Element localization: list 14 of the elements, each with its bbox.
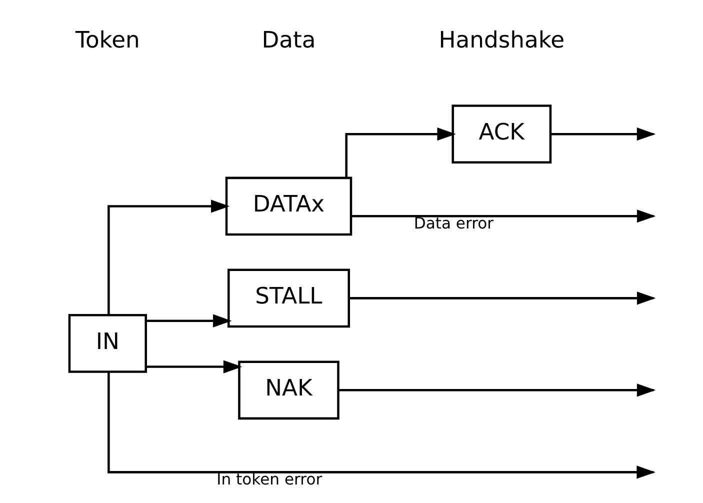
label: Handshake xyxy=(438,28,565,54)
node-box: ACK xyxy=(452,104,552,164)
arrow xyxy=(146,360,242,374)
node-box: DATAx xyxy=(225,176,352,236)
edge-label: In token error xyxy=(216,470,322,489)
label: Data xyxy=(262,28,316,54)
arrow xyxy=(146,314,232,328)
node-box: STALL xyxy=(227,268,350,328)
node-box: IN xyxy=(68,314,147,373)
arrow xyxy=(345,128,456,178)
label: Token xyxy=(75,28,140,54)
edge-label: Data error xyxy=(414,214,494,233)
node-box: NAK xyxy=(238,360,340,420)
arrow xyxy=(108,200,230,316)
